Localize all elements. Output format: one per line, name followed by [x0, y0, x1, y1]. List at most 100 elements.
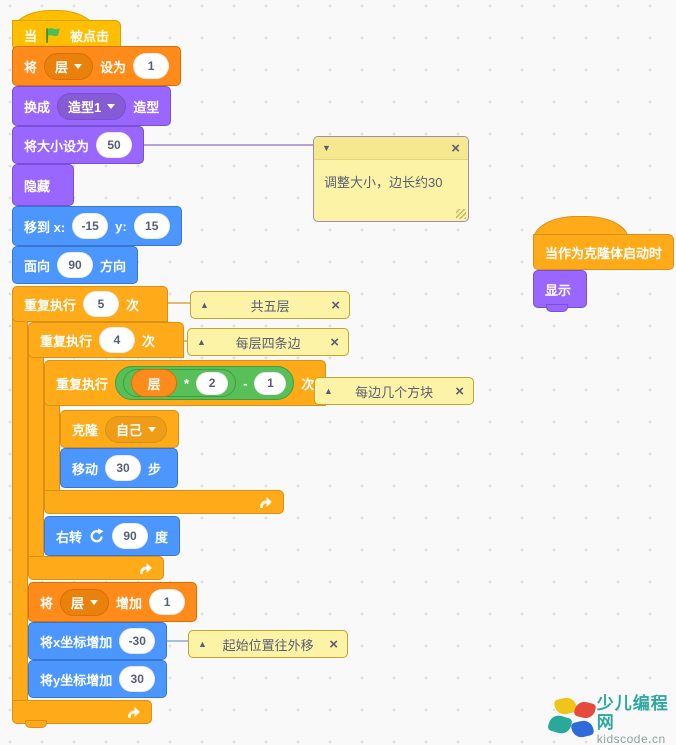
value-input[interactable]: 50	[96, 132, 133, 158]
comment-text: 每边几个方块	[355, 384, 434, 400]
block-label: y:	[115, 218, 127, 234]
variable-reporter[interactable]: 层	[131, 369, 178, 397]
repeat-count-input[interactable]: 5	[83, 291, 120, 317]
value-input[interactable]: 1	[254, 371, 287, 395]
block-label: 造型	[133, 99, 160, 115]
block-label: 设为	[100, 59, 127, 75]
y-input[interactable]: 15	[133, 213, 170, 239]
comment-connector	[150, 640, 188, 642]
dropdown-value: 层	[55, 59, 69, 75]
block-label: 移到 x:	[24, 219, 66, 235]
comment-size-note[interactable]: ▼ × 调整大小，边长约30	[313, 136, 469, 222]
comment-start-pos[interactable]: ▲ 起始位置往外移 ×	[188, 630, 348, 658]
logo-petal-blue	[570, 718, 595, 739]
watermark-title: 少儿编程网	[596, 694, 669, 732]
kidscode-logo-icon	[546, 695, 597, 745]
value-input[interactable]: 30	[119, 666, 156, 692]
degrees-input[interactable]: 90	[112, 523, 149, 549]
subtract-operator[interactable]: 层 * 2 - 1	[115, 366, 295, 400]
dropdown-value: 造型1	[68, 99, 102, 115]
change-variable-block[interactable]: 将 层 增加 1	[28, 582, 198, 622]
set-size-block[interactable]: 将大小设为 50	[12, 126, 145, 164]
turn-right-block[interactable]: 右转 90 度	[44, 516, 181, 556]
block-label: 将	[24, 59, 38, 75]
collapse-comment-icon[interactable]: ▼	[322, 142, 331, 153]
hide-block[interactable]: 隐藏	[12, 164, 74, 206]
when-flag-clicked-block[interactable]: 当 被点击	[12, 20, 122, 50]
variable-dropdown[interactable]: 层	[60, 588, 110, 616]
expand-comment-icon[interactable]: ▲	[198, 638, 207, 649]
value-input[interactable]: 1	[149, 589, 186, 615]
comment-text: 每层四条边	[235, 335, 301, 351]
value-input[interactable]: 1	[133, 53, 170, 79]
close-comment-icon[interactable]: ×	[330, 333, 339, 351]
change-x-block[interactable]: 将x坐标增加 -30	[28, 622, 168, 660]
logo-petal-teal	[547, 712, 573, 736]
multiply-operator[interactable]: 层 * 2	[123, 369, 237, 397]
repeat-count-input[interactable]: 4	[99, 327, 136, 353]
block-bottom-tab	[546, 304, 568, 312]
comment-connector	[180, 340, 189, 342]
when-clone-start-block[interactable]: 当作为克隆体启动时	[533, 234, 675, 270]
steps-input[interactable]: 30	[105, 455, 142, 481]
block-label: 面向	[24, 258, 51, 274]
comment-connector	[134, 144, 314, 146]
expand-comment-icon[interactable]: ▲	[200, 299, 209, 310]
block-label: 度	[155, 529, 169, 545]
dropdown-value: 自己	[116, 422, 143, 438]
switch-costume-block[interactable]: 换成 造型1 造型	[12, 86, 172, 126]
dropdown-caret-icon	[74, 63, 83, 69]
comment-five-layers[interactable]: ▲ 共五层 ×	[190, 291, 350, 319]
repeat-outer-spine	[12, 318, 28, 704]
comment-resize-handle[interactable]	[456, 209, 466, 219]
value-input[interactable]: 2	[196, 371, 229, 395]
close-comment-icon[interactable]: ×	[451, 139, 460, 157]
block-label: 将大小设为	[24, 138, 90, 154]
value-input[interactable]: -30	[119, 628, 156, 654]
repeat-inner-foot[interactable]	[44, 490, 284, 514]
expand-comment-icon[interactable]: ▲	[324, 385, 333, 396]
create-clone-block[interactable]: 克隆 自己	[60, 410, 180, 448]
block-label: 被点击	[70, 28, 110, 44]
comment-four-sides[interactable]: ▲ 每层四条边 ×	[187, 328, 349, 356]
repeat-inner-block[interactable]: 重复执行 层 * 2 - 1 次	[44, 360, 327, 406]
repeat-mid-foot[interactable]	[28, 556, 164, 580]
move-steps-block[interactable]: 移动 30 步	[60, 448, 178, 488]
set-variable-block[interactable]: 将 层 设为 1	[12, 46, 182, 86]
dropdown-caret-icon	[107, 103, 116, 109]
expand-comment-icon[interactable]: ▲	[197, 336, 206, 347]
costume-dropdown[interactable]: 造型1	[57, 92, 127, 120]
repeat-outer-foot[interactable]	[12, 700, 152, 728]
comment-blocks-per-side[interactable]: ▲ 每边几个方块 ×	[314, 377, 474, 405]
loop-arrow-icon	[257, 495, 274, 510]
comment-text[interactable]: 调整大小，边长约30	[324, 175, 443, 190]
clone-target-dropdown[interactable]: 自己	[105, 415, 168, 443]
green-flag-icon	[44, 27, 63, 44]
loop-arrow-icon	[137, 561, 154, 576]
show-block[interactable]: 显示	[533, 270, 587, 312]
block-label: 右转	[56, 529, 83, 545]
logo-petal-red	[573, 699, 597, 720]
repeat-inner-spine	[44, 402, 60, 494]
block-label: 增加	[116, 595, 143, 611]
block-label: 移动	[72, 461, 99, 477]
goto-xy-block[interactable]: 移到 x: -15 y: 15	[12, 206, 182, 246]
repeat-mid-block[interactable]: 重复执行 4 次	[28, 322, 184, 358]
block-label: 隐藏	[24, 178, 51, 194]
x-input[interactable]: -15	[72, 213, 109, 239]
close-comment-icon[interactable]: ×	[329, 635, 338, 653]
block-label: 重复执行	[56, 376, 109, 392]
change-y-block[interactable]: 将y坐标增加 30	[28, 660, 168, 698]
point-direction-block[interactable]: 面向 90 方向	[12, 246, 139, 284]
block-label: 方向	[100, 258, 127, 274]
block-label: 将x坐标增加	[40, 634, 113, 650]
comment-connector	[166, 302, 192, 304]
repeat-mid-spine	[28, 354, 44, 558]
repeat-outer-block[interactable]: 重复执行 5 次	[12, 286, 168, 322]
close-comment-icon[interactable]: ×	[331, 296, 340, 314]
block-label: 重复执行	[24, 297, 77, 313]
variable-dropdown[interactable]: 层	[44, 52, 94, 80]
close-comment-icon[interactable]: ×	[455, 382, 464, 400]
direction-input[interactable]: 90	[57, 252, 94, 278]
